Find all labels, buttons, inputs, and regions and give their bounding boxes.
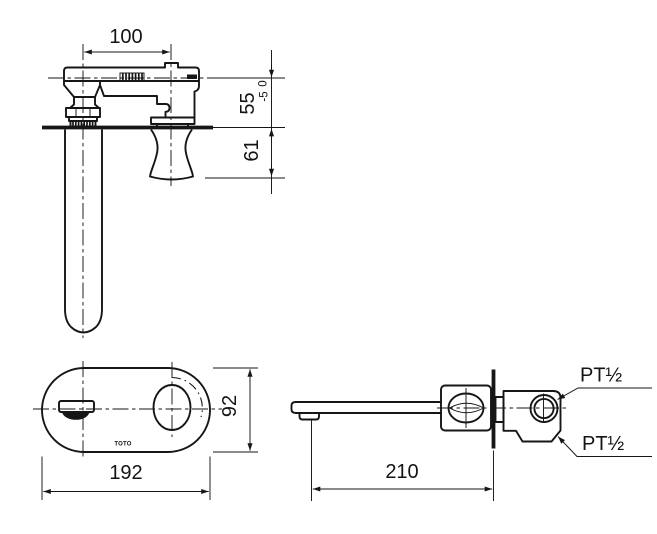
brand-mark <box>187 74 197 79</box>
side-view: PT½ PT½ 210 <box>290 365 652 501</box>
faucet-body-outline <box>63 62 200 128</box>
logo-text: TOTO <box>114 442 131 448</box>
dim-depth-tolerance-lower: -5 <box>259 91 271 101</box>
dim-depth-label: 55 <box>237 92 259 114</box>
front-view: 100 55 0 -5 61 <box>42 26 285 338</box>
grille-mark <box>119 72 145 82</box>
dim-plate-length: 192 <box>41 456 211 500</box>
thread-port-inner <box>533 397 555 420</box>
thread-label-top: PT½ <box>580 365 623 387</box>
thread-label-bottom: PT½ <box>582 433 625 455</box>
dim-plate-width-label: 92 <box>219 395 241 417</box>
dim-handle-projection-label: 61 <box>241 139 263 161</box>
dim-center-distance-label: 100 <box>109 26 142 48</box>
handle-rotation-arc <box>171 376 203 418</box>
dim-plate-width: 92 <box>213 367 258 453</box>
aerator-outlet <box>298 413 320 421</box>
spout-outlet <box>58 400 95 413</box>
spout-side <box>290 401 442 414</box>
dim-spout-reach: 210 <box>311 420 494 501</box>
dim-spout-reach-label: 210 <box>385 461 418 483</box>
dim-plate-length-label: 192 <box>109 462 142 484</box>
dim-depth-and-projection: 55 0 -5 61 <box>237 50 275 194</box>
plate-view: TOTO 92 192 <box>33 361 258 500</box>
spout-lip <box>62 412 90 420</box>
spout-tube <box>64 129 103 334</box>
handle-knob <box>152 384 192 431</box>
wall-connector <box>494 396 505 423</box>
escutcheon-side <box>440 384 492 432</box>
dim-center-distance: 100 <box>84 26 170 55</box>
escutcheon-plate <box>41 367 211 453</box>
thread-callout-top: PT½ <box>557 365 652 400</box>
handle-front <box>149 128 194 181</box>
cap-lens <box>448 402 485 414</box>
dim-depth-tolerance-upper: 0 <box>258 80 270 86</box>
thread-callout-bottom: PT½ <box>557 433 652 457</box>
thread-port-outer <box>529 394 559 423</box>
